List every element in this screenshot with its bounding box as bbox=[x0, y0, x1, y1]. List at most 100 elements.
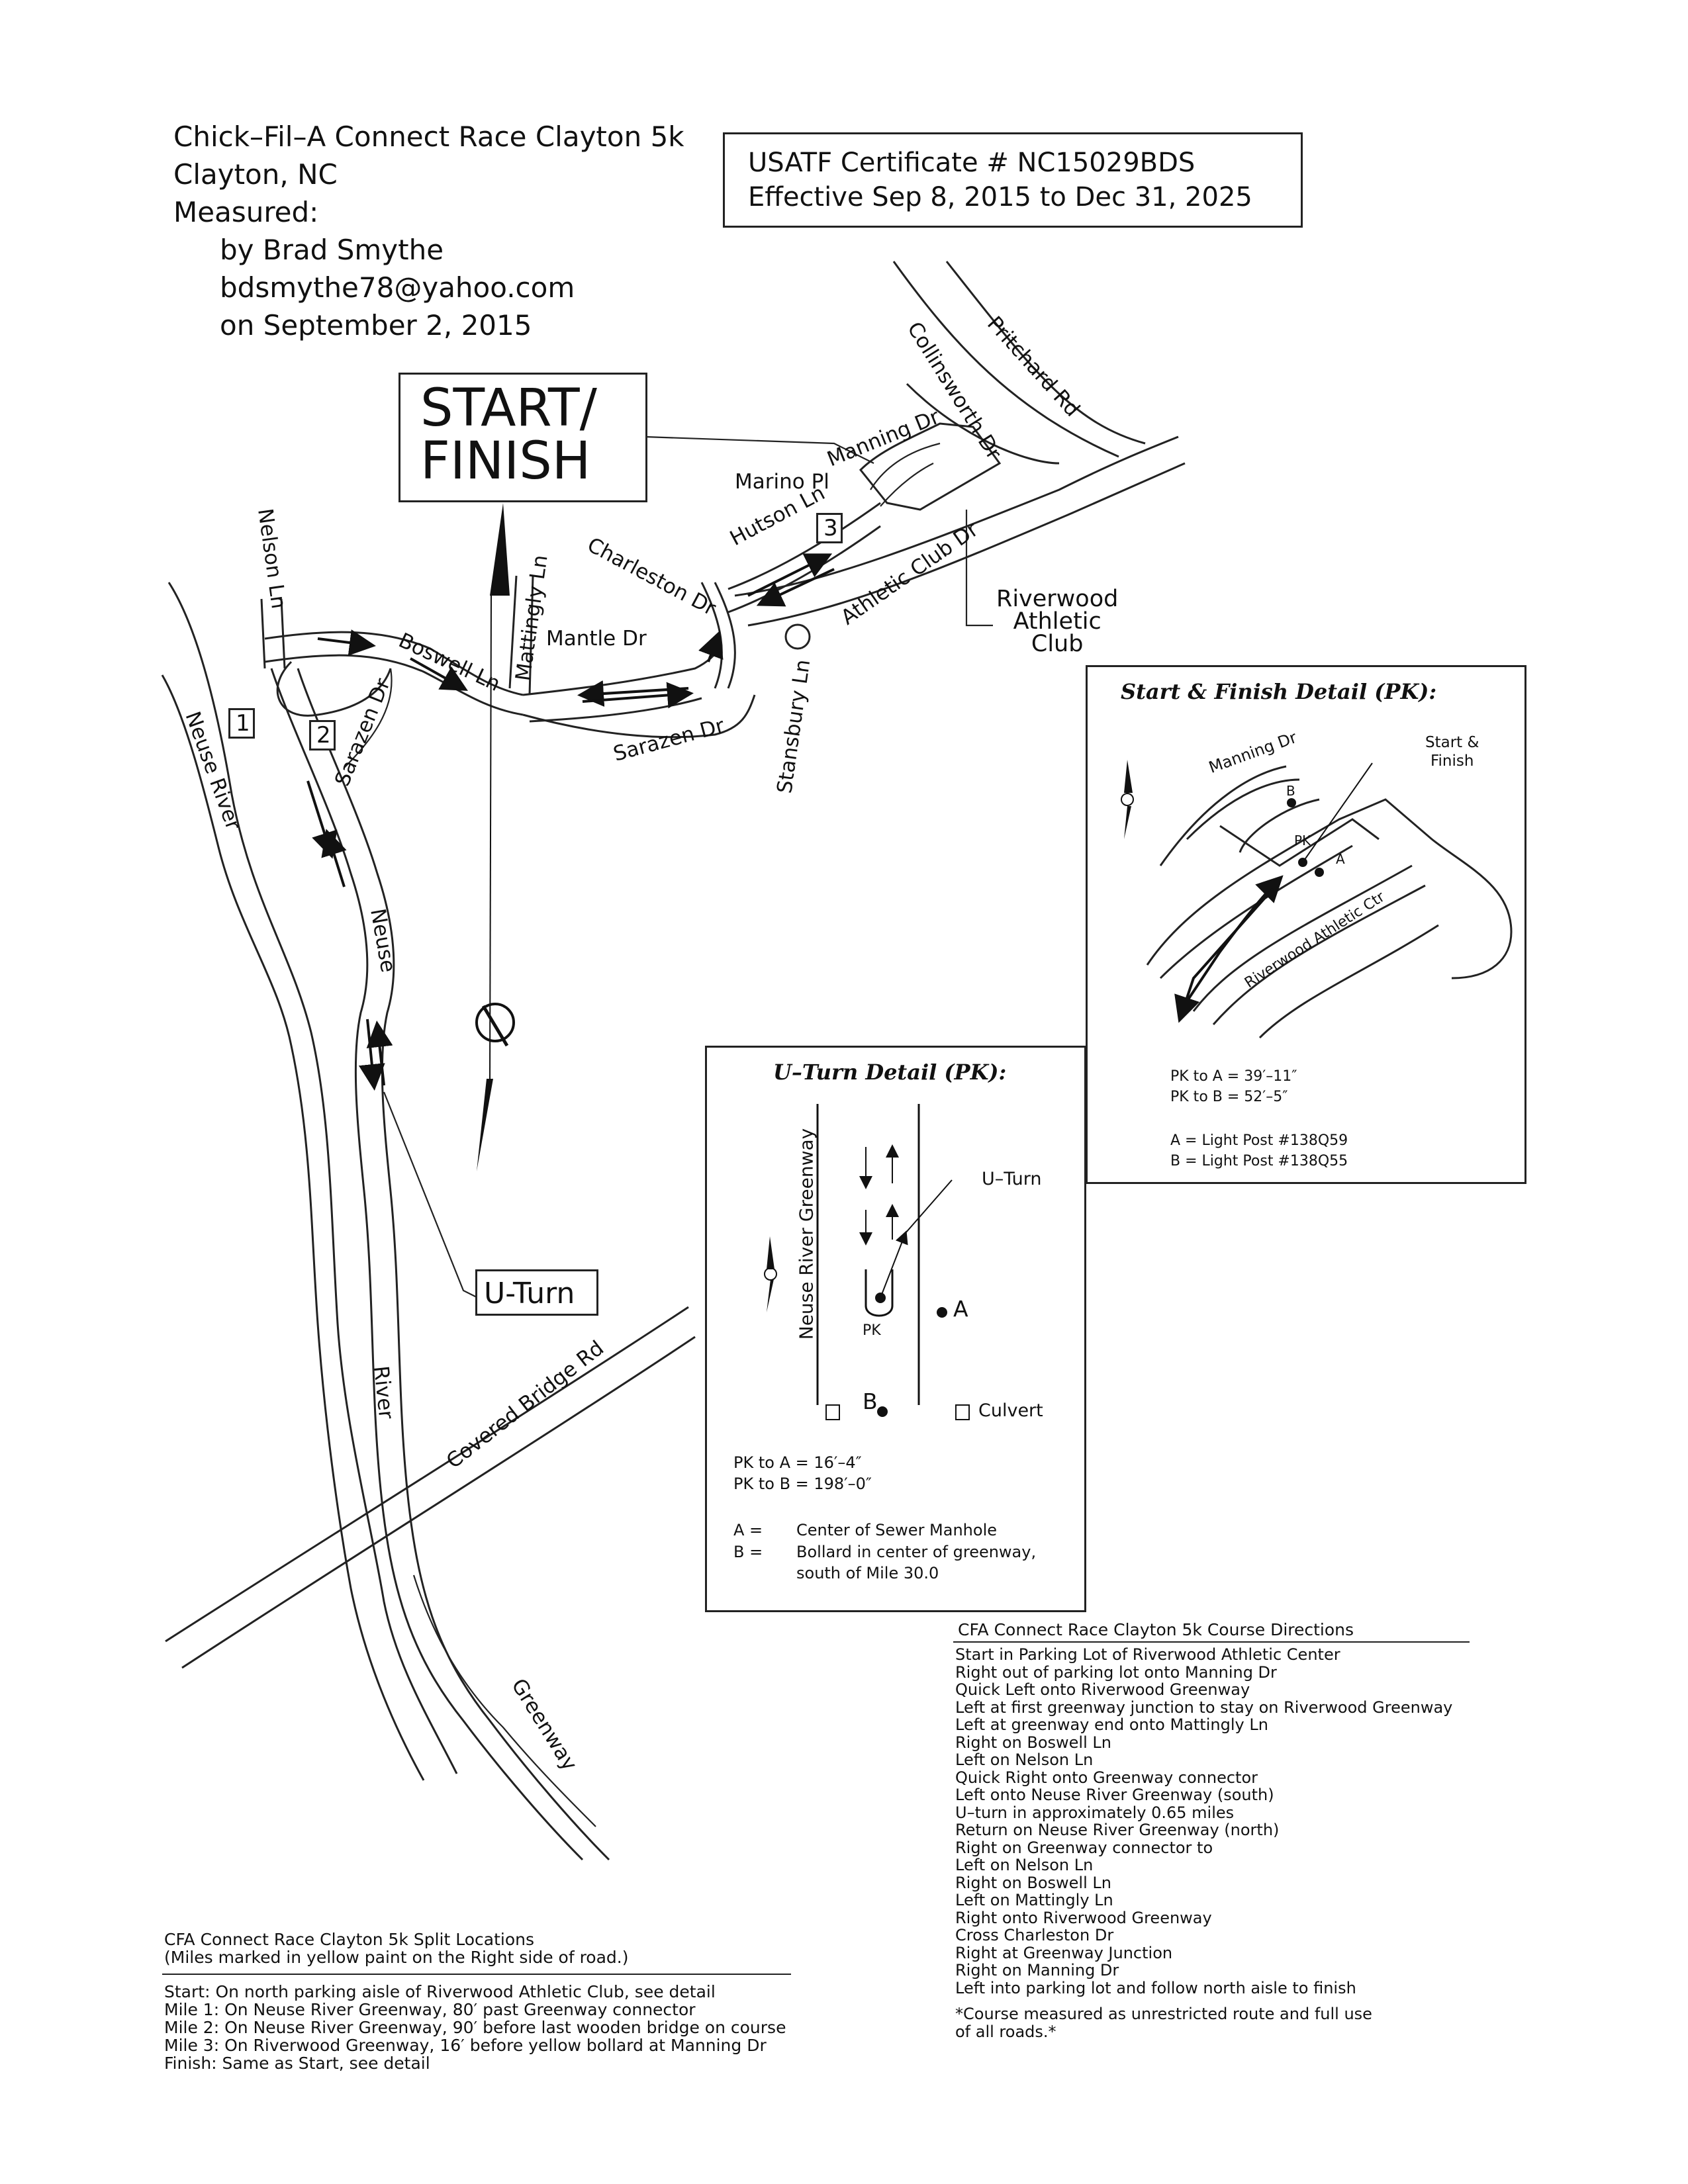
sf-light-b: B = Light Post #138Q55 bbox=[1170, 1153, 1348, 1169]
uturn-legend-b2: south of Mile 30.0 bbox=[796, 1564, 939, 1582]
street-covered-bridge-rd: Covered Bridge Rd bbox=[442, 1336, 608, 1473]
sf-detail-title: Start & Finish Detail (PK): bbox=[1121, 679, 1437, 704]
direction-step: Quick Left onto Riverwood Greenway bbox=[955, 1680, 1250, 1699]
certificate-number: USATF Certificate # NC15029BDS bbox=[748, 148, 1196, 178]
uturn-legend-b: Bollard in center of greenway, bbox=[796, 1543, 1037, 1561]
start-finish-box: START/ FINISH bbox=[399, 373, 647, 502]
split-item: Finish: Same as Start, see detail bbox=[164, 2054, 430, 2073]
directions-note-line1: *Course measured as unrestricted route a… bbox=[955, 2005, 1372, 2023]
start-finish-detail: Start & Finish Detail (PK): Manning Dr bbox=[1086, 665, 1526, 1184]
uturn-a-label: A bbox=[953, 1296, 968, 1322]
header-email: bdsmythe78@yahoo.com bbox=[220, 271, 575, 304]
direction-step: Left on Mattingly Ln bbox=[955, 1891, 1113, 1909]
split-item: Mile 2: On Neuse River Greenway, 90′ bef… bbox=[164, 2018, 786, 2037]
sf-start-line2: Finish bbox=[1430, 752, 1474, 770]
street-collinsworth-dr: Collinsworth Dr bbox=[902, 318, 1006, 464]
sf-start-finish-label: Start & Finish bbox=[1425, 733, 1479, 770]
start-label: START/ bbox=[420, 379, 597, 438]
direction-step: Left at greenway end onto Mattingly Ln bbox=[955, 1715, 1268, 1734]
direction-step: Cross Charleston Dr bbox=[955, 1926, 1114, 1944]
uturn-legend-b-key: B = bbox=[733, 1543, 763, 1561]
mile-marker-2-label: 2 bbox=[316, 722, 331, 749]
direction-step: Left on Nelson Ln bbox=[955, 1856, 1094, 1874]
sf-measure-b: PK to B = 52′–5″ bbox=[1170, 1089, 1288, 1105]
neuse-river bbox=[161, 582, 458, 1781]
mile-marker-3: 3 bbox=[816, 513, 843, 543]
street-sarazen-dr-west: Sarazen Dr bbox=[330, 675, 395, 790]
uturn-legend-a: Center of Sewer Manhole bbox=[796, 1521, 998, 1539]
uturn-detail-drawing bbox=[764, 1104, 970, 1420]
neuse-river-greenway bbox=[270, 668, 610, 1861]
uturn-measure-b: PK to B = 198′–0″ bbox=[733, 1475, 872, 1493]
direction-step: Right onto Riverwood Greenway bbox=[955, 1908, 1212, 1927]
uturn-label: U-Turn bbox=[484, 1277, 575, 1310]
directions-list: Start in Parking Lot of Riverwood Athlet… bbox=[955, 1646, 1452, 1997]
header-date: on September 2, 2015 bbox=[220, 309, 532, 341]
split-item: Start: On north parking aisle of Riverwo… bbox=[164, 1982, 716, 2001]
street-charleston-dr: Charleston Dr bbox=[583, 533, 720, 620]
splits-subtitle: (Miles marked in yellow paint on the Rig… bbox=[164, 1948, 629, 1967]
uturn-pk-label: PK bbox=[863, 1322, 881, 1339]
street-nelson-ln: Nelson Ln bbox=[253, 507, 291, 610]
label-greenway: Greenway bbox=[506, 1674, 582, 1775]
street-stansbury-ln: Stansbury Ln bbox=[773, 658, 815, 795]
sf-b-label: B bbox=[1286, 783, 1295, 799]
north-arrow-icon bbox=[475, 503, 515, 1171]
uturn-detail: U–Turn Detail (PK): Neuse River Greenway… bbox=[705, 1046, 1086, 1612]
street-mattingly-ln: Mattingly Ln bbox=[511, 553, 552, 682]
street-athletic-club-dr: Athletic Club Dr bbox=[837, 518, 983, 630]
sf-pk-label: PK bbox=[1294, 833, 1311, 848]
street-mantle-dr: Mantle Dr bbox=[546, 627, 647, 651]
uturn-detail-title: U–Turn Detail (PK): bbox=[773, 1060, 1007, 1085]
riverwood-line1: Riverwood bbox=[996, 586, 1119, 612]
splits-list: Start: On north parking aisle of Riverwo… bbox=[164, 1983, 786, 2072]
header-measurer: by Brad Smythe bbox=[220, 234, 444, 266]
direction-step: Left on Nelson Ln bbox=[955, 1751, 1094, 1769]
direction-step: Quick Right onto Greenway connector bbox=[955, 1768, 1258, 1787]
split-item: Mile 1: On Neuse River Greenway, 80′ pas… bbox=[164, 2000, 696, 2019]
direction-step: U–turn in approximately 0.65 miles bbox=[955, 1803, 1235, 1822]
direction-step: Right on Greenway connector to bbox=[955, 1838, 1213, 1857]
street-pritchard-rd: Pritchard Rd bbox=[982, 312, 1084, 422]
riverwood-line2: Athletic bbox=[1013, 608, 1102, 635]
directions-note: *Course measured as unrestricted route a… bbox=[955, 2005, 1372, 2041]
directions-note-line2: of all roads.* bbox=[955, 2023, 1056, 2041]
mile-marker-1: 1 bbox=[228, 708, 255, 739]
covered-bridge-rd bbox=[165, 1306, 696, 1669]
north-arrow-icon bbox=[764, 1236, 777, 1312]
uturn-box: U-Turn bbox=[475, 1269, 598, 1316]
uturn-measure-a: PK to A = 16′–4″ bbox=[733, 1453, 862, 1472]
uturn-legend-a-key: A = bbox=[733, 1521, 763, 1539]
sf-light-a: A = Light Post #138Q59 bbox=[1170, 1132, 1348, 1149]
mile-marker-3-label: 3 bbox=[823, 515, 838, 541]
finish-label: FINISH bbox=[420, 432, 591, 491]
sf-a-label: A bbox=[1336, 851, 1345, 867]
direction-step: Left into parking lot and follow north a… bbox=[955, 1978, 1356, 1997]
direction-step: Return on Neuse River Greenway (north) bbox=[955, 1821, 1280, 1839]
certificate-box: USATF Certificate # NC15029BDS Effective… bbox=[723, 132, 1303, 228]
header-measured: Measured: bbox=[173, 196, 319, 228]
direction-step: Right on Boswell Ln bbox=[955, 1733, 1111, 1752]
split-item: Mile 3: On Riverwood Greenway, 16′ befor… bbox=[164, 2036, 767, 2055]
uturn-b-label: B bbox=[863, 1388, 878, 1414]
uturn-greenway-label: Neuse River Greenway bbox=[795, 1128, 818, 1340]
direction-step: Right out of parking lot onto Manning Dr bbox=[955, 1662, 1277, 1682]
directions-title: CFA Connect Race Clayton 5k Course Direc… bbox=[958, 1620, 1354, 1639]
directions-rule bbox=[953, 1641, 1470, 1643]
riverwood-line3: Club bbox=[1031, 631, 1084, 657]
header-location: Clayton, NC bbox=[173, 158, 338, 191]
race-header: Chick–Fil–A Connect Race Clayton 5k Clay… bbox=[173, 118, 684, 344]
north-arrow-icon bbox=[1121, 760, 1134, 839]
mile-marker-1-label: 1 bbox=[236, 710, 250, 737]
street-marino-pl: Marino Pl bbox=[735, 470, 829, 494]
label-neuse: Neuse bbox=[365, 907, 400, 974]
direction-step: Start in Parking Lot of Riverwood Athlet… bbox=[955, 1645, 1340, 1664]
sf-detail-drawing bbox=[1121, 760, 1513, 1039]
sf-measure-a: PK to A = 39′–11″ bbox=[1170, 1068, 1297, 1085]
uturn-uturn-label: U–Turn bbox=[982, 1169, 1042, 1189]
certificate-effective: Effective Sep 8, 2015 to Dec 31, 2025 bbox=[748, 182, 1252, 212]
header-title: Chick–Fil–A Connect Race Clayton 5k bbox=[173, 120, 684, 153]
direction-step: Left at first greenway junction to stay … bbox=[955, 1698, 1453, 1717]
splits-rule bbox=[162, 1974, 791, 1975]
